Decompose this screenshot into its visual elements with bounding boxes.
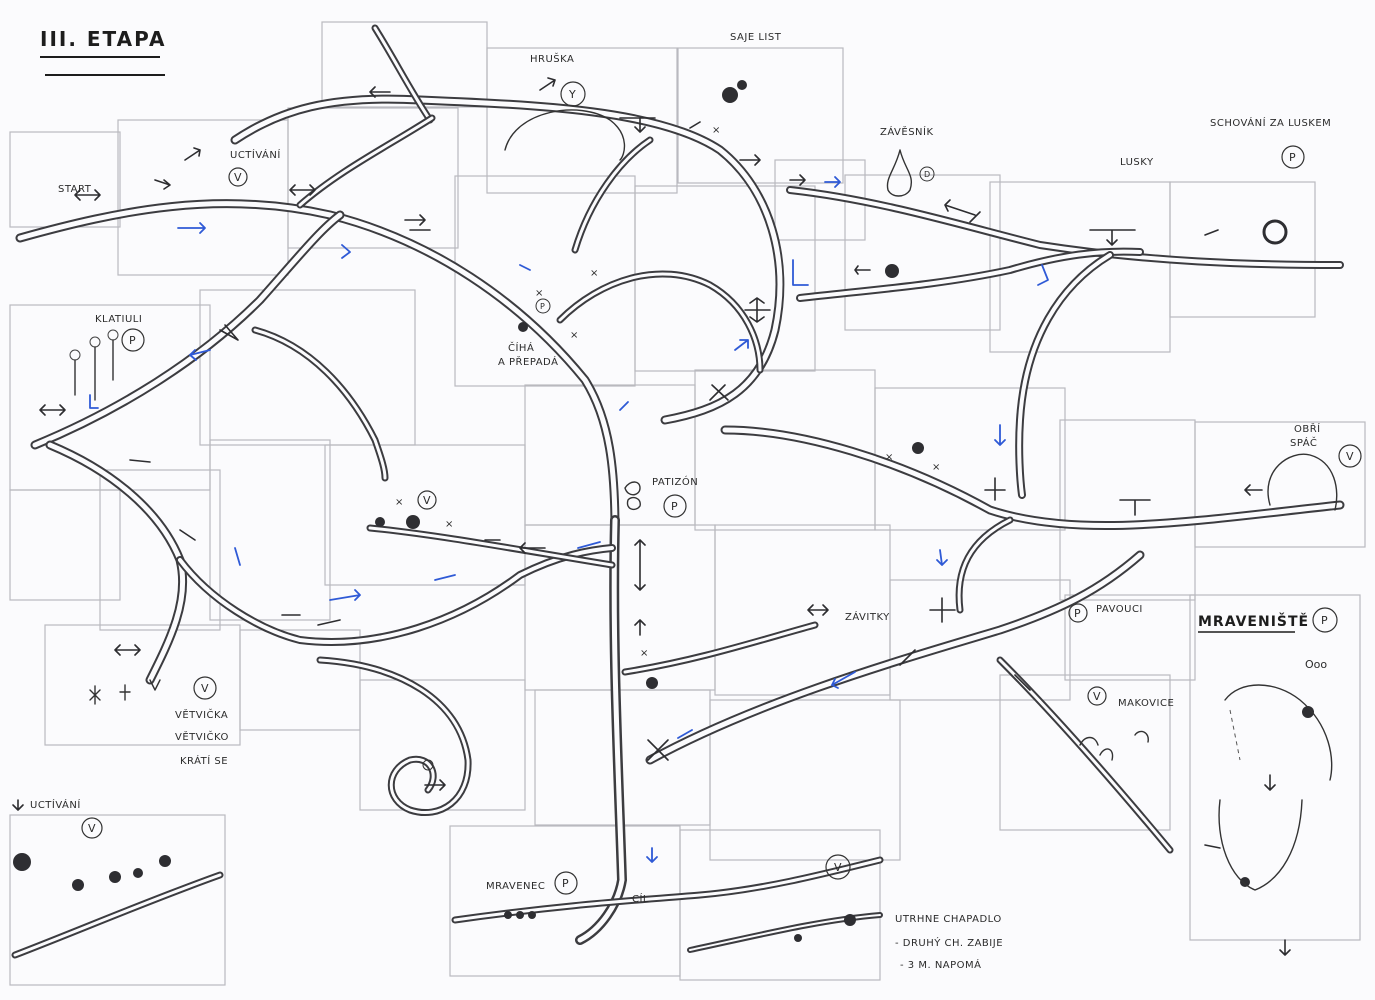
label-utrhne-1: UTRHNE CHAPADLO: [895, 914, 1002, 925]
label-vetvicka-2: VĚTVIČKO: [175, 730, 229, 743]
badge-v-cil: V: [825, 854, 851, 880]
label-utrhne-2: - DRUHÝ CH. ZABIJE: [895, 936, 1003, 949]
svg-text:P: P: [671, 500, 678, 513]
page-title: III. ETAPA: [40, 27, 166, 51]
svg-text:V: V: [234, 171, 242, 184]
badge-v-uctivani: V: [228, 167, 248, 187]
svg-text:Ooo: Ooo: [1305, 658, 1327, 671]
label-zavesnik: ZÁVĚSNÍK: [880, 125, 934, 138]
label-mravenec: MRAVENEC: [486, 881, 545, 892]
label-cil: CÍL: [632, 892, 649, 905]
label-vetvicka-1: VĚTVIČKA: [175, 708, 228, 721]
label-klatiuli: KLATIULI: [95, 314, 142, 325]
label-uctivani-top: UCTÍVÁNÍ: [230, 148, 281, 161]
label-hruska: HRUŠKA: [530, 52, 574, 65]
svg-text:×: ×: [590, 268, 599, 279]
badge-p-klatiuli: P: [121, 328, 145, 352]
svg-text:P: P: [562, 877, 569, 890]
svg-text:V: V: [201, 682, 209, 695]
badge-ooo: Ooo: [1305, 658, 1327, 671]
label-saje-list: SAJE LIST: [730, 32, 782, 43]
svg-text:×: ×: [885, 452, 894, 463]
label-uctivani-bottom: UCTÍVÁNÍ: [30, 798, 81, 811]
svg-text:×: ×: [570, 330, 579, 341]
label-lusky: LUSKY: [1120, 157, 1154, 168]
badge-y-hruska: Y: [560, 81, 586, 107]
movement-arrows: [12, 77, 1291, 956]
badge-d-zavesnik: D: [919, 166, 935, 182]
svg-text:V: V: [1093, 690, 1101, 703]
label-vetvicka-3: KRÁTÍ SE: [180, 754, 228, 767]
svg-text:×: ×: [395, 497, 404, 508]
svg-text:D: D: [924, 170, 930, 179]
label-zavitky: ZÁVITKY: [845, 610, 890, 623]
svg-text:V: V: [423, 494, 431, 507]
svg-text:P: P: [540, 302, 545, 311]
svg-text:V: V: [834, 861, 842, 874]
branch-network: [11, 24, 1345, 959]
badge-v-mid: V: [417, 490, 437, 510]
svg-text:×: ×: [535, 288, 544, 299]
label-spac: SPÁČ: [1290, 436, 1317, 449]
badges: V Y D P P P P V: [81, 81, 1362, 895]
label-mraveniste: MRAVENIŠTĚ: [1198, 612, 1309, 630]
badge-p-pavouci: P: [1068, 603, 1088, 623]
svg-text:P: P: [129, 334, 136, 347]
label-prepada: A PŘEPADÁ: [498, 355, 558, 368]
badge-v-vetvicka: V: [193, 676, 217, 700]
label-start: START: [58, 184, 92, 195]
label-utrhne-3: - 3 M. NAPOMÁ: [900, 958, 982, 971]
label-patizon: PATIZÓN: [652, 475, 698, 488]
label-schovani: SCHOVÁNÍ ZA LUSKEM: [1210, 116, 1331, 129]
svg-text:×: ×: [932, 462, 941, 473]
map-labels: START UCTÍVÁNÍ HRUŠKA SAJE LIST ZÁVĚSNÍK…: [30, 32, 1331, 971]
svg-text:V: V: [88, 822, 96, 835]
svg-text:P: P: [1321, 614, 1328, 627]
badge-v-spac: V: [1338, 444, 1362, 468]
svg-text:V: V: [1346, 450, 1354, 463]
svg-text:×: ×: [640, 648, 649, 659]
label-ciha: ČÍHÁ: [508, 341, 534, 354]
svg-text:P: P: [1289, 151, 1296, 164]
badge-p-lusky: P: [1281, 145, 1305, 169]
creatures: [13, 80, 1333, 942]
badge-p-ciha: P: [535, 298, 551, 314]
label-makovice: MAKOVICE: [1118, 698, 1174, 709]
badge-v-uctivani-bottom: V: [81, 817, 103, 839]
svg-text:P: P: [1074, 607, 1081, 620]
badge-p-mraveniste: P: [1312, 607, 1338, 633]
svg-text:×: ×: [445, 519, 454, 530]
svg-text:×: ×: [712, 125, 721, 136]
badge-v-makovice: V: [1087, 686, 1107, 706]
travel-arrows: [89, 176, 1049, 863]
label-pavouci: PAVOUCI: [1096, 604, 1143, 615]
title-block: III. ETAPA: [40, 27, 166, 76]
svg-text:Y: Y: [568, 88, 576, 101]
badge-p-mravenec: P: [554, 871, 578, 895]
label-obri: OBŘÍ: [1294, 422, 1321, 435]
x-marks: × × × × × × × × ×: [395, 125, 941, 659]
badge-p-patizon: P: [663, 494, 687, 518]
